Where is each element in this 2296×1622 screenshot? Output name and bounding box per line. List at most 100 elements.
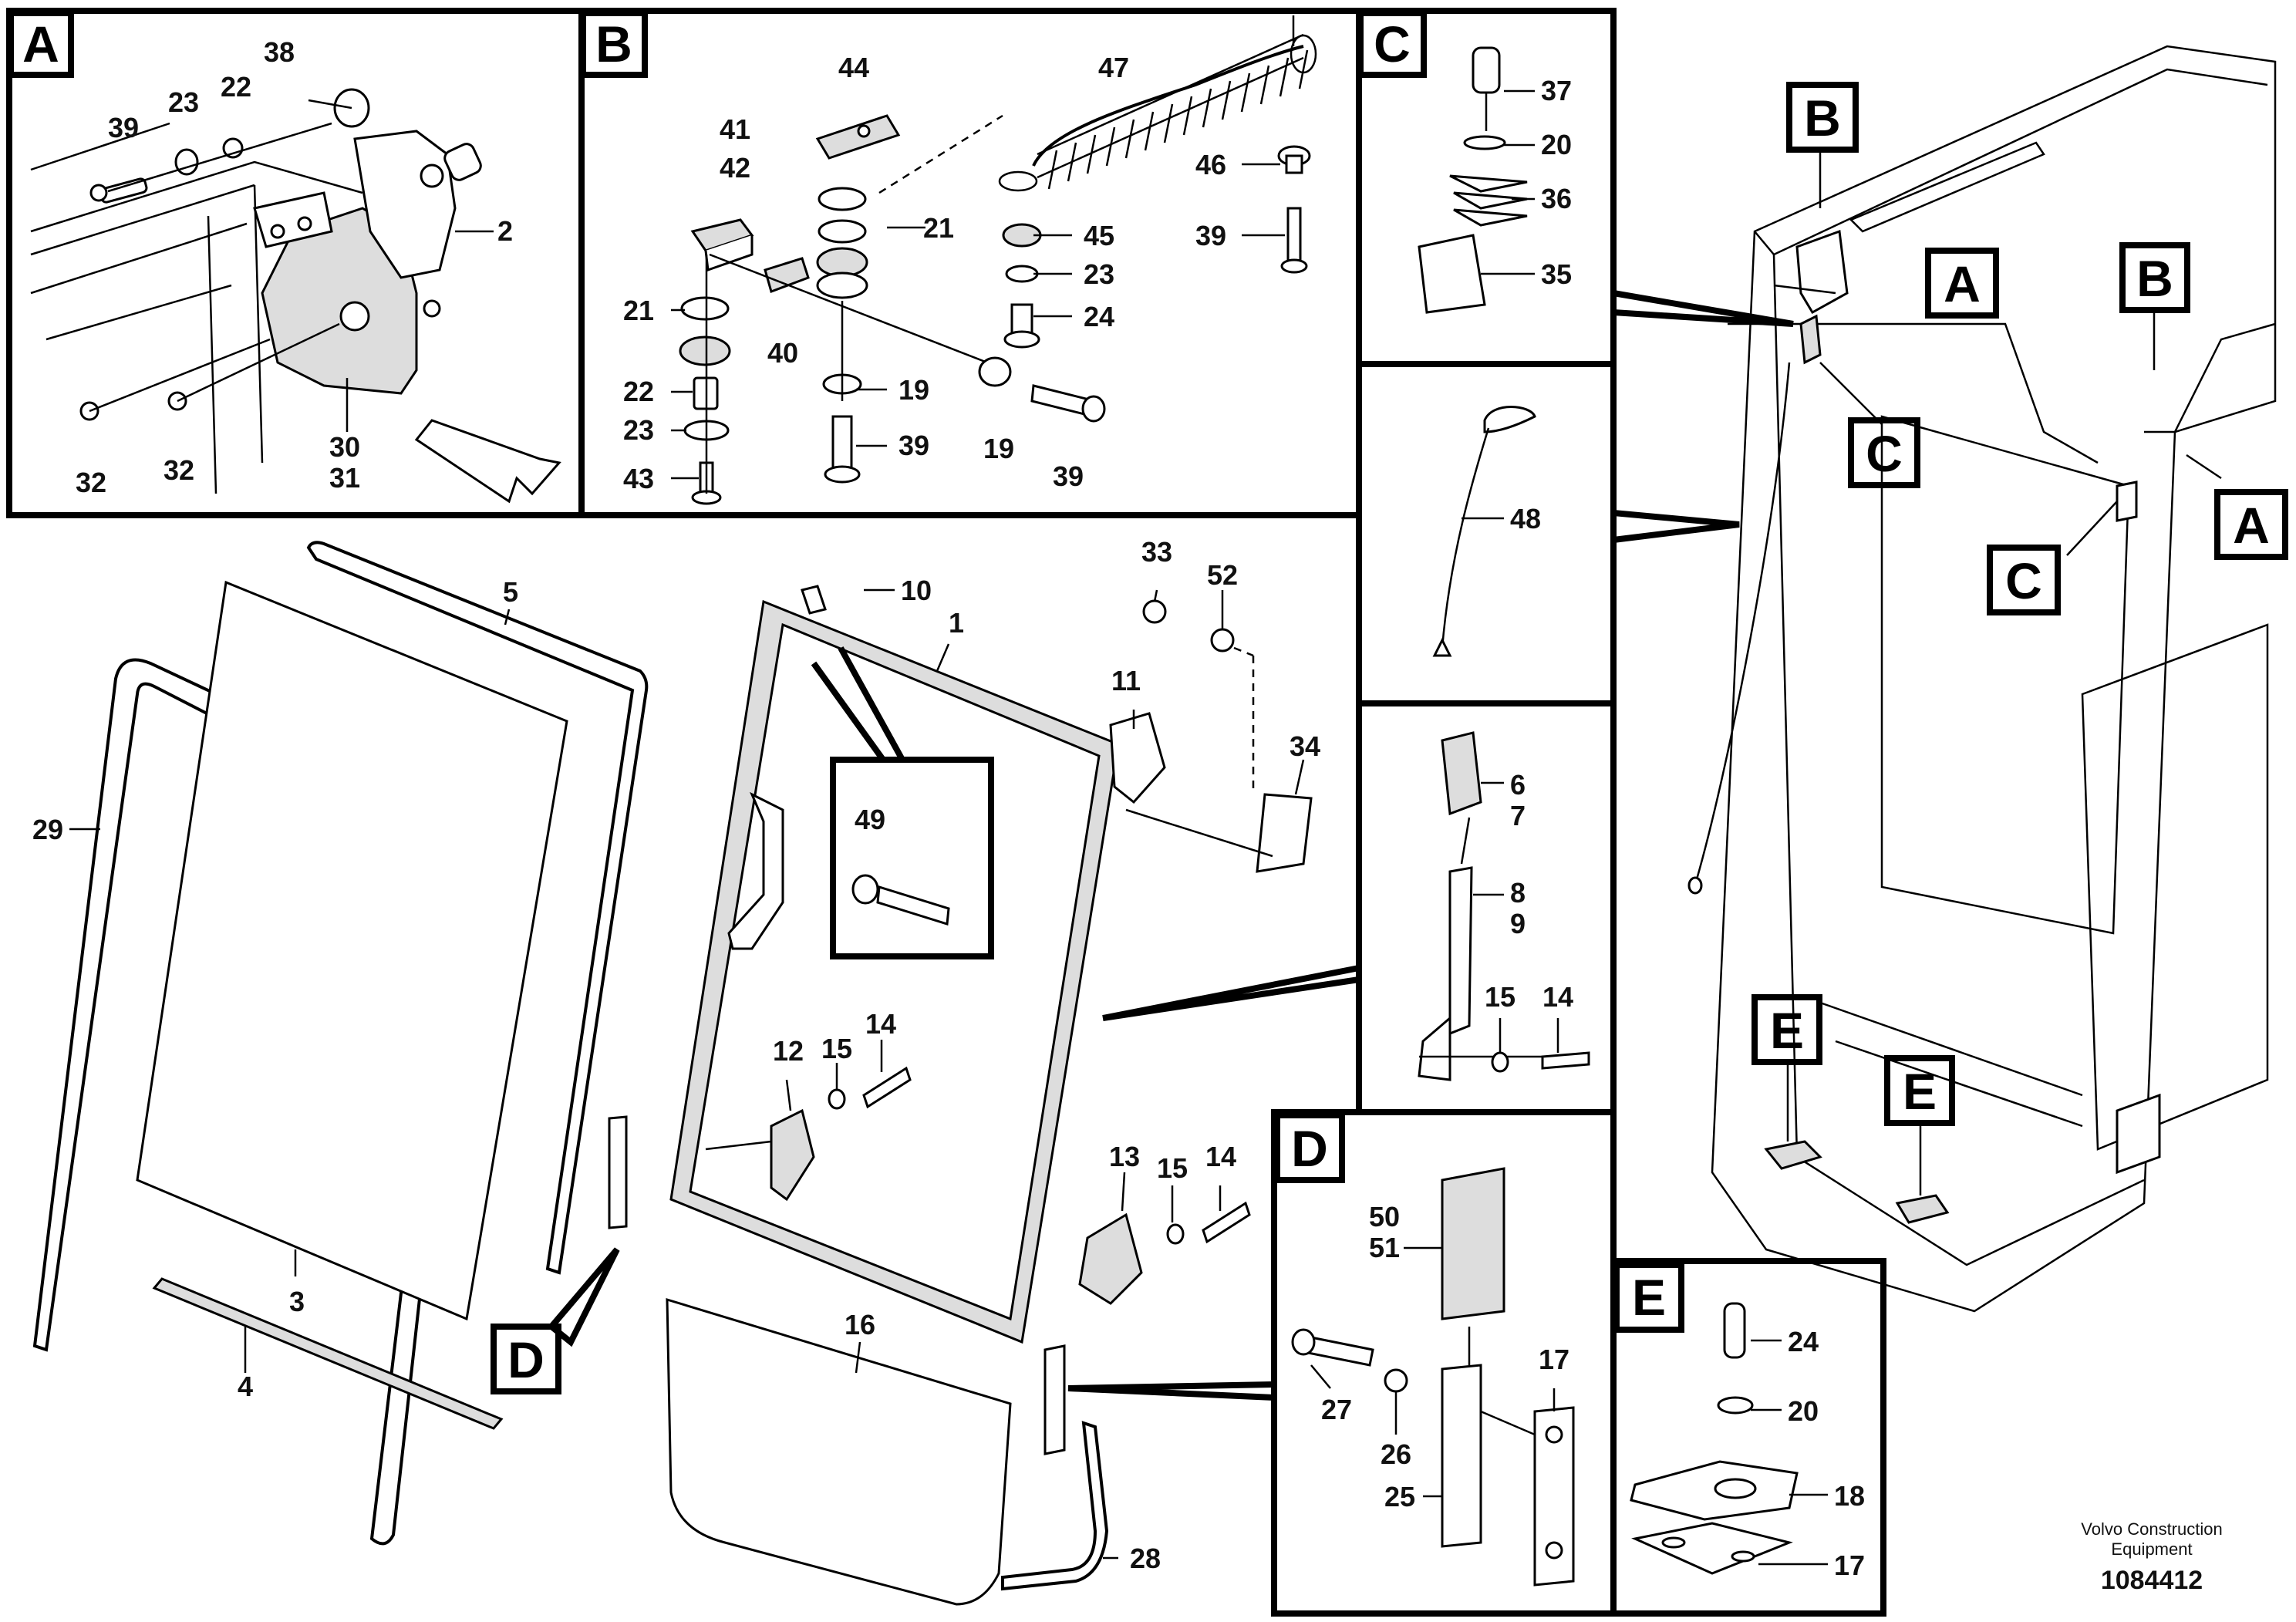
label-15-p: 15	[1485, 981, 1515, 1013]
callout-e-cab-right: E	[1884, 1055, 1955, 1126]
svg-text:C: C	[2005, 552, 2042, 609]
label-14-p: 14	[1542, 981, 1573, 1013]
label-3: 3	[289, 1286, 305, 1317]
label-8: 8	[1510, 877, 1526, 909]
label-14-m2: 14	[1205, 1141, 1236, 1172]
label-32-b: 32	[164, 454, 194, 486]
svg-text:C: C	[1866, 425, 1903, 482]
callout-a-panel: A	[8, 10, 74, 78]
label-4: 4	[238, 1371, 253, 1402]
svg-text:B: B	[2136, 250, 2173, 307]
svg-text:C: C	[1374, 15, 1411, 73]
label-22-b: 22	[623, 376, 654, 407]
brand-line-2: Equipment	[2111, 1539, 2192, 1559]
label-7: 7	[1510, 800, 1526, 831]
svg-text:D: D	[1291, 1120, 1328, 1177]
panel-b-drawing	[671, 15, 1317, 505]
callout-c-cab-left: C	[1848, 417, 1920, 488]
footer: Volvo Construction Equipment 1084412	[2081, 1519, 2222, 1595]
label-39-a: 39	[108, 112, 139, 143]
label-25: 25	[1384, 1481, 1415, 1512]
panel-e-drawing	[1630, 1302, 1828, 1575]
label-34: 34	[1290, 730, 1320, 762]
label-18: 18	[1834, 1480, 1865, 1512]
label-9: 9	[1510, 908, 1526, 939]
callout-a-cab-right: A	[2214, 489, 2288, 560]
label-48: 48	[1510, 503, 1541, 534]
label-1: 1	[949, 607, 964, 639]
part-labels: 39 23 22 38 2 30 31 32 32 44 47 41 42 21…	[32, 36, 1865, 1581]
label-47: 47	[1098, 52, 1129, 83]
cab-drawing	[1687, 45, 2277, 1313]
label-39-b3: 39	[1195, 220, 1226, 251]
label-24-e: 24	[1788, 1326, 1819, 1357]
label-26: 26	[1381, 1438, 1411, 1470]
label-39-b1: 39	[899, 430, 929, 461]
panel-16	[666, 1297, 1012, 1606]
label-42: 42	[720, 152, 750, 184]
panel-c-drawing	[1418, 46, 1535, 314]
label-37: 37	[1541, 75, 1572, 106]
svg-text:D: D	[507, 1331, 544, 1388]
svg-text:E: E	[1903, 1063, 1937, 1120]
callout-boxes: A B C D E D B A	[8, 10, 2288, 1394]
callout-b-cab-left: B	[1786, 82, 1859, 153]
label-16: 16	[845, 1309, 875, 1340]
callout-b-cab-right: B	[2119, 242, 2190, 313]
label-17-d: 17	[1539, 1344, 1569, 1375]
label-13: 13	[1109, 1141, 1140, 1172]
label-38: 38	[264, 36, 295, 68]
main-door-drawing	[32, 541, 1313, 1606]
label-28: 28	[1130, 1543, 1161, 1574]
label-20-c: 20	[1541, 129, 1572, 160]
callout-d-door: D	[491, 1324, 561, 1394]
spring-47	[998, 15, 1317, 192]
label-51: 51	[1369, 1232, 1400, 1263]
callout-e-cab-left: E	[1752, 994, 1822, 1065]
label-6: 6	[1510, 769, 1526, 801]
label-50: 50	[1369, 1201, 1400, 1233]
panel-d-drawing	[1291, 1167, 1575, 1587]
label-21-b2: 21	[623, 295, 654, 326]
callout-e-panel: E	[1613, 1262, 1684, 1333]
label-12: 12	[773, 1035, 804, 1067]
label-24-b: 24	[1084, 301, 1114, 332]
label-5: 5	[503, 576, 518, 608]
panel-e-frame	[1610, 1258, 1886, 1617]
callout-c-cab-right: C	[1987, 545, 2061, 615]
label-39-b2: 39	[1053, 460, 1084, 492]
label-20-e: 20	[1788, 1395, 1819, 1427]
svg-text:E: E	[1770, 1002, 1804, 1059]
label-44: 44	[838, 52, 869, 83]
label-2: 2	[497, 215, 513, 247]
svg-text:B: B	[595, 15, 632, 73]
label-45: 45	[1084, 220, 1114, 251]
svg-text:A: A	[22, 15, 59, 73]
label-19-b2: 19	[983, 433, 1014, 464]
label-31: 31	[329, 462, 360, 494]
glass-3	[136, 580, 568, 1321]
label-35: 35	[1541, 258, 1572, 290]
label-32-a: 32	[76, 467, 106, 498]
brand-line-1: Volvo Construction	[2081, 1519, 2222, 1539]
panel-6-frame	[1356, 700, 1617, 1115]
panel-48-frame	[1356, 361, 1617, 706]
label-46: 46	[1195, 149, 1226, 180]
seal-29	[32, 658, 473, 1546]
callout-a-cab-left: A	[1925, 248, 1999, 319]
panel-6-drawing	[1418, 731, 1590, 1081]
label-41: 41	[720, 113, 750, 145]
label-23-b2: 23	[1084, 258, 1114, 290]
label-15-m1: 15	[821, 1033, 852, 1064]
label-10: 10	[901, 575, 932, 606]
label-11: 11	[1111, 665, 1141, 696]
label-21-b1: 21	[923, 212, 954, 244]
label-33: 33	[1141, 536, 1172, 568]
svg-text:A: A	[2233, 497, 2270, 554]
callout-b-panel: B	[580, 10, 648, 78]
label-15-m2: 15	[1157, 1152, 1188, 1184]
label-29: 29	[32, 814, 63, 845]
direction-arrow	[414, 419, 561, 504]
label-30: 30	[329, 431, 360, 463]
